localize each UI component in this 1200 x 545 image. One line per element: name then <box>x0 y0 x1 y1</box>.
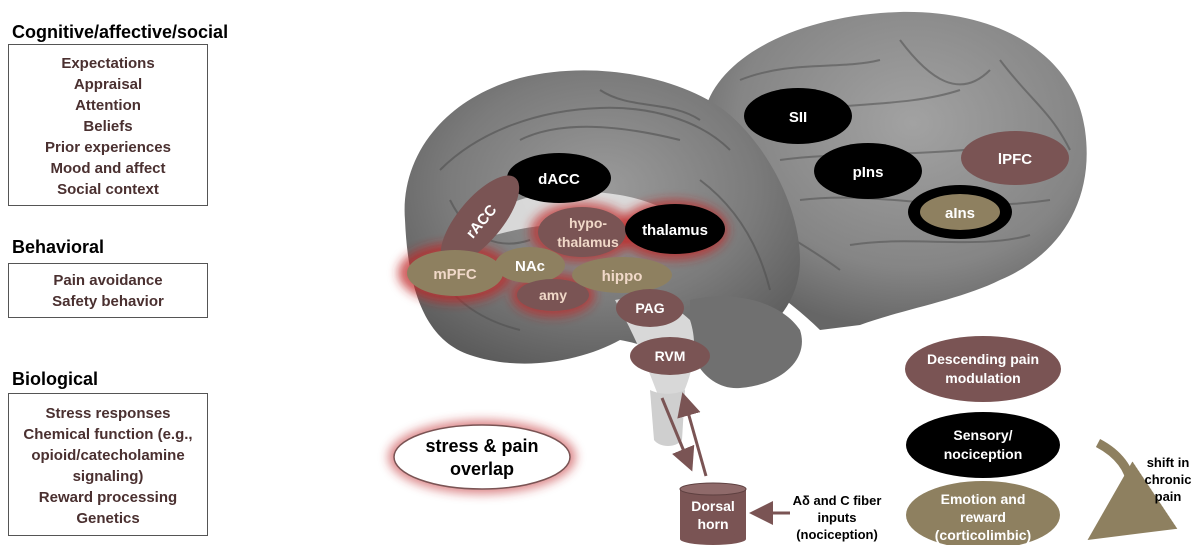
legend-emotion-label-3: (corticolimbic) <box>935 527 1031 543</box>
shift-arrow <box>1098 443 1131 525</box>
region-pins: pIns <box>814 143 922 199</box>
fiber-inputs-label-2: inputs <box>818 510 857 525</box>
overlap-label-1: stress & pain <box>425 436 538 456</box>
region-nac-label: NAc <box>515 258 545 275</box>
legend-sensory-label-1: Sensory/ <box>953 427 1012 443</box>
region-amy: amy <box>517 279 589 311</box>
region-hypothalamus-label-2: thalamus <box>557 234 619 250</box>
dorsal-horn: Dorsal horn <box>680 483 746 545</box>
shift-label-1: shift in <box>1147 455 1190 470</box>
legend-descending-label-2: modulation <box>945 370 1020 386</box>
region-ains: aIns <box>908 185 1012 239</box>
region-mpfc: mPFC <box>407 250 503 296</box>
fiber-inputs-label-1: Aδ and C fiber <box>793 493 882 508</box>
legend-emotion-reward: Emotion and reward (corticolimbic) <box>906 481 1060 545</box>
region-hypothalamus-label-1: hypo- <box>569 215 607 231</box>
region-sii: SII <box>744 88 852 144</box>
region-amy-label: amy <box>539 287 567 303</box>
legend-descending-label-1: Descending pain <box>927 351 1039 367</box>
region-pag-label: PAG <box>635 300 664 316</box>
shift-label-3: pain <box>1155 489 1182 504</box>
region-thalamus: thalamus <box>625 204 725 254</box>
legend-emotion-label-1: Emotion and <box>941 491 1026 507</box>
region-mpfc-label: mPFC <box>433 266 477 283</box>
region-hypothalamus: hypo- thalamus <box>538 207 626 257</box>
legend-sensory-nociception: Sensory/ nociception <box>906 412 1060 478</box>
region-lpfc-label: lPFC <box>998 151 1032 168</box>
region-lpfc: lPFC <box>961 131 1069 185</box>
dorsal-horn-label-1: Dorsal <box>691 498 735 514</box>
region-hippo-label: hippo <box>602 268 643 285</box>
legend-emotion-label-2: reward <box>960 509 1006 525</box>
overlap-legend: stress & pain overlap <box>388 420 576 494</box>
region-nac: NAc <box>495 247 565 283</box>
dorsal-horn-label-2: horn <box>697 516 728 532</box>
fiber-inputs-label-3: (nociception) <box>796 527 878 542</box>
legend-sensory-label-2: nociception <box>944 446 1023 462</box>
region-dacc-label: dACC <box>538 171 580 188</box>
region-rvm: RVM <box>630 337 710 375</box>
legend-descending-modulation: Descending pain modulation <box>905 336 1061 402</box>
region-thalamus-label: thalamus <box>642 222 708 239</box>
shift-label-2: chronic <box>1145 472 1192 487</box>
overlap-label-2: overlap <box>450 459 514 479</box>
region-dacc: dACC <box>507 153 611 203</box>
region-pins-label: pIns <box>853 164 884 181</box>
region-ains-label: aIns <box>945 205 975 222</box>
descending-arrow <box>684 398 706 476</box>
region-pag: PAG <box>616 289 684 327</box>
region-sii-label: SII <box>789 109 807 126</box>
region-hippo: hippo <box>572 257 672 293</box>
region-rvm-label: RVM <box>655 348 686 364</box>
